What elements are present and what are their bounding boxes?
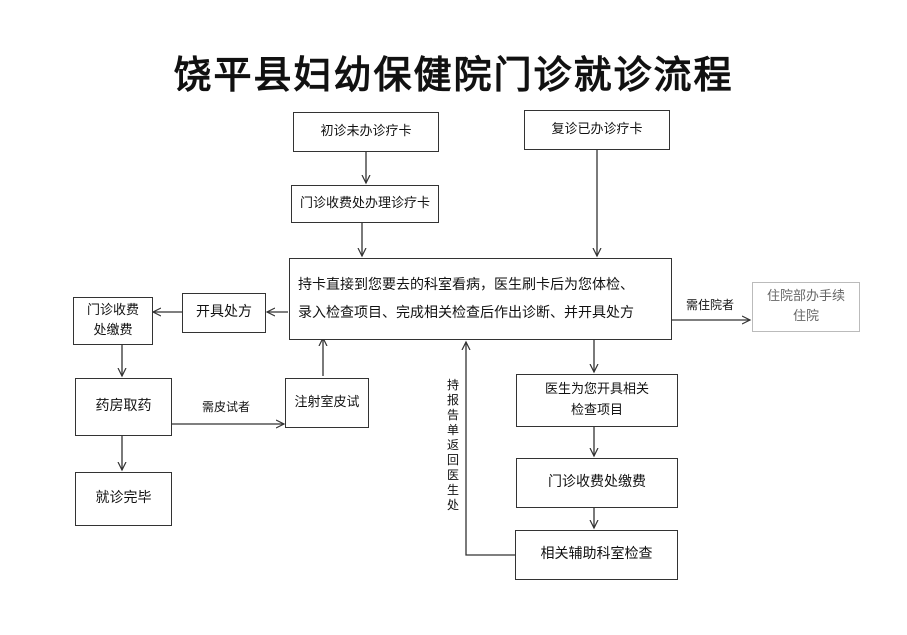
node-pharmacy: 药房取药 xyxy=(75,378,172,436)
page-title: 饶平县妇幼保健院门诊就诊流程 xyxy=(173,53,734,97)
node-hospitalization: 住院部办手续住院 xyxy=(752,282,860,332)
node-injection-room: 注射室皮试 xyxy=(285,378,369,428)
label-return-report: 持报告单返回医生处 xyxy=(446,378,459,512)
label-need-skin-test: 需皮试者 xyxy=(202,400,251,414)
node-main-consultation: 持卡直接到您要去的科室看病，医生刷卡后为您体检、 录入检查项目、完成相关检查后作… xyxy=(289,258,672,340)
node-visit-done: 就诊完毕 xyxy=(75,472,172,526)
arrow-aux-to-main xyxy=(466,342,515,556)
node-prescription: 开具处方 xyxy=(182,293,266,333)
main-text-line-1: 持卡直接到您要去的科室看病，医生刷卡后为您体检、 xyxy=(298,277,634,293)
node-exam-pay: 门诊收费处缴费 xyxy=(516,458,678,508)
main-text-line-2: 录入检查项目、完成相关检查后作出诊断、并开具处方 xyxy=(298,305,634,321)
node-exam-items: 医生为您开具相关检查项目 xyxy=(516,374,678,427)
label-need-hospital: 需住院者 xyxy=(686,298,735,312)
node-return-visit: 复诊已办诊疗卡 xyxy=(524,110,670,150)
node-card-office: 门诊收费处办理诊疗卡 xyxy=(291,185,439,223)
node-aux-exam: 相关辅助科室检查 xyxy=(515,530,678,580)
node-first-visit: 初诊未办诊疗卡 xyxy=(293,112,439,152)
node-pay-fee: 门诊收费处缴费 xyxy=(73,297,153,345)
